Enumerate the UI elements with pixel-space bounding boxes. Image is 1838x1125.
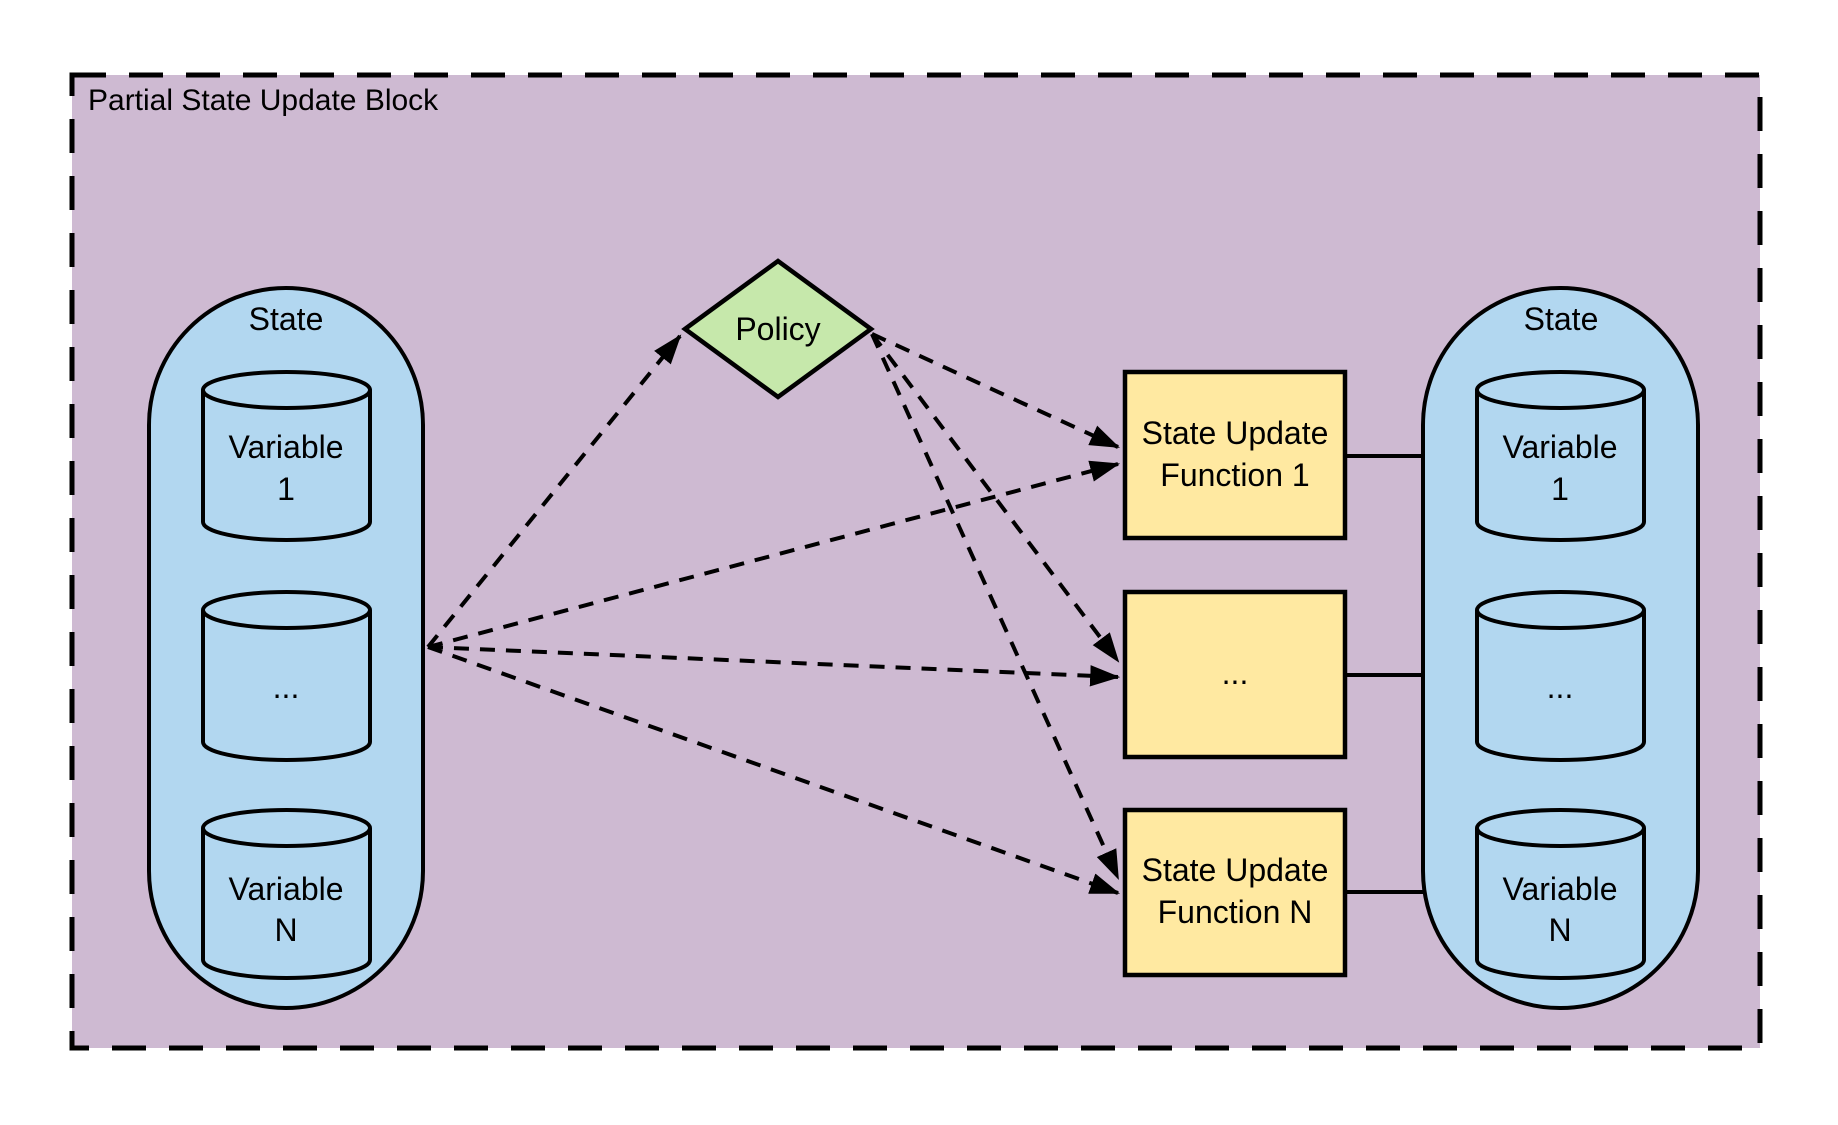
- edge-policy-to-function-n: [870, 333, 1120, 880]
- state-update-function-ellipsis-label: ...: [1222, 655, 1249, 691]
- right-variable-1-label-line1: Variable: [1502, 429, 1617, 465]
- left-variable-ellipsis-label: ...: [273, 669, 300, 705]
- edge-state-to-function-ellipsis: [427, 645, 1121, 687]
- edge-state-to-function-1: [427, 460, 1121, 649]
- right-variable-n-cylinder: Variable N: [1475, 808, 1646, 980]
- state-update-function-n-label-line2: Function N: [1158, 894, 1313, 930]
- right-variable-ellipsis-cylinder: ...: [1475, 590, 1646, 762]
- left-variable-n-label-line1: Variable: [228, 871, 343, 907]
- state-update-function-1-label-line2: Function 1: [1160, 457, 1309, 493]
- state-update-function-ellipsis-box: [1122, 589, 1348, 760]
- dashed-edges-from-policy: [870, 332, 1120, 880]
- right-variable-1-label-line2: 1: [1551, 471, 1569, 507]
- state-update-function-ellipsis-node: ...: [1122, 589, 1348, 760]
- left-variable-n-label-line2: N: [274, 912, 297, 948]
- edge-state-to-policy: [426, 334, 682, 649]
- policy-shape: [681, 258, 875, 400]
- dashed-edges-from-state: [426, 334, 1121, 895]
- left-variable-ellipsis-cylinder: ...: [201, 590, 372, 762]
- policy-node: Policy: [681, 258, 875, 400]
- block-title: Partial State Update Block: [88, 84, 439, 117]
- state-update-function-n-node: State Update Function N: [1122, 807, 1348, 978]
- edge-state-to-function-n: [427, 645, 1121, 895]
- state-update-function-n-box: [1122, 807, 1348, 978]
- state-update-function-n-label-line1: State Update: [1142, 852, 1329, 888]
- right-state-label: State: [1524, 301, 1599, 337]
- right-variable-ellipsis-label: ...: [1547, 669, 1574, 705]
- state-update-function-1-box: [1122, 369, 1348, 541]
- policy-label: Policy: [735, 311, 820, 347]
- edge-policy-to-function-1: [871, 332, 1120, 449]
- right-variable-n-label-line2: N: [1548, 912, 1571, 948]
- right-variable-n-label-line1: Variable: [1502, 871, 1617, 907]
- left-variable-n-cylinder: Variable N: [201, 808, 372, 980]
- left-variable-1-cylinder: Variable 1: [201, 370, 372, 542]
- right-state-container: State Variable 1 ... Variable N: [1421, 286, 1700, 1010]
- left-state-label: State: [249, 301, 324, 337]
- left-variable-1-label-line1: Variable: [228, 429, 343, 465]
- left-variable-1-label-line2: 1: [277, 471, 295, 507]
- left-state-container: State Variable 1 ... Variable N: [147, 286, 425, 1010]
- edge-policy-to-function-ellipsis: [870, 332, 1120, 663]
- state-update-function-1-node: State Update Function 1: [1122, 369, 1348, 541]
- state-update-function-1-label-line1: State Update: [1142, 415, 1329, 451]
- right-variable-1-cylinder: Variable 1: [1475, 370, 1646, 542]
